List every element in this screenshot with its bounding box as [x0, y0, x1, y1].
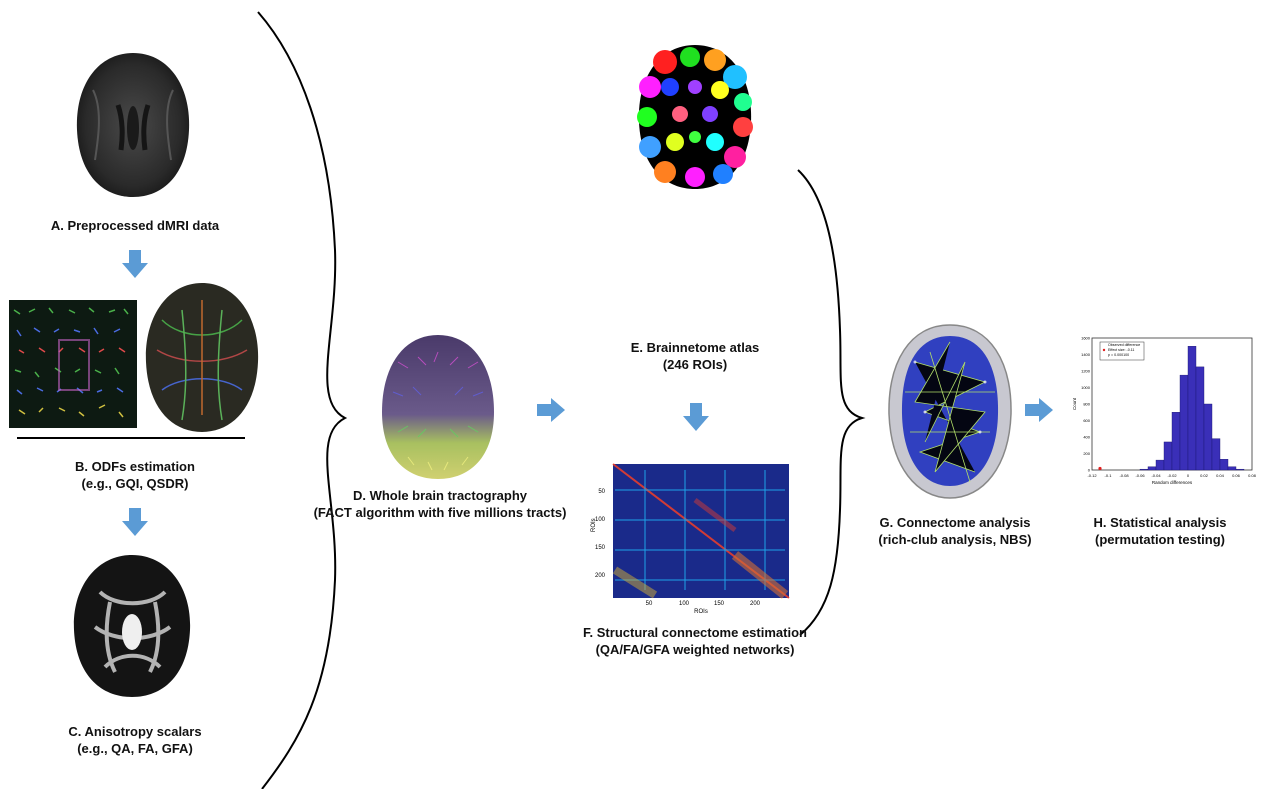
anisotropy-brain-image	[70, 552, 195, 700]
caption-a: A. Preprocessed dMRI data	[50, 218, 220, 233]
y-tick-label: 600	[1083, 418, 1090, 423]
y-tick-label: 400	[1083, 435, 1090, 440]
x-tick-label: 0.04	[1216, 473, 1225, 478]
caption-e: E. Brainnetome atlas(246 ROIs)	[630, 340, 760, 372]
matrix-xtick: 200	[750, 601, 761, 607]
divider-line	[17, 437, 245, 439]
histogram-bar	[1163, 441, 1173, 471]
histogram-bar	[1155, 459, 1165, 471]
histogram-bar	[1171, 412, 1181, 471]
y-tick-label: 1200	[1081, 369, 1091, 374]
odf-glyph-image	[9, 300, 137, 428]
histogram-bar	[1147, 466, 1157, 471]
histogram-bar	[1139, 468, 1149, 471]
x-tick-label: 0.06	[1232, 473, 1241, 478]
x-axis-label: Random differences	[1152, 480, 1193, 485]
matrix-ytick: 150	[595, 545, 606, 551]
histogram-bar	[1179, 374, 1189, 471]
histogram-bar	[1211, 438, 1221, 471]
histogram-bar	[1219, 459, 1229, 471]
x-tick-label: -0.12	[1087, 473, 1097, 478]
matrix-xlabel: ROIs	[694, 609, 708, 615]
legend-marker	[1102, 348, 1106, 352]
matrix-ytick: 200	[595, 573, 606, 579]
x-tick-label: 0	[1187, 473, 1190, 478]
histogram-bar	[1195, 366, 1205, 471]
odf-brain-image	[145, 283, 259, 432]
legend-entry: p = 0.000100	[1108, 353, 1129, 357]
x-tick-label: 0.08	[1248, 473, 1257, 478]
caption-d: D. Whole brain tractography(FACT algorit…	[313, 488, 567, 520]
y-tick-label: 800	[1083, 402, 1090, 407]
matrix-ylabel: ROIs	[591, 518, 597, 532]
arrow-down-e	[683, 403, 709, 431]
caption-b: B. ODFs estimation(e.g., GQI, QSDR)	[75, 459, 195, 491]
right-brace	[797, 169, 866, 636]
x-tick-label: -0.02	[1167, 473, 1177, 478]
histogram-bar	[1227, 466, 1237, 471]
y-tick-label: 1600	[1081, 336, 1091, 341]
tractography-brain-image	[382, 335, 494, 479]
x-tick-label: -0.04	[1151, 473, 1161, 478]
caption-c: C. Anisotropy scalars(e.g., QA, FA, GFA)	[68, 724, 202, 756]
dmri-brain-image	[76, 53, 190, 197]
permutation-histogram: -0.12 -0.1 -0.08 -0.06 -0.04 -0.02 0 0.02 0.04 0.…	[1072, 336, 1257, 486]
legend-entry: Observed difference	[1108, 343, 1140, 347]
y-tick-label: 1000	[1081, 385, 1091, 390]
y-axis-label: Count	[1072, 397, 1077, 410]
legend-entry: Effect size: -0.11	[1108, 348, 1134, 352]
observed-marker	[1098, 466, 1102, 471]
atlas-brain-image	[637, 45, 753, 189]
arrow-right-g	[1025, 398, 1053, 422]
x-tick-label: -0.06	[1135, 473, 1145, 478]
connectome-matrix: ROIs 50 100 150 200 50 100 150 200 ROIs	[585, 460, 795, 616]
histogram-bar	[1187, 346, 1197, 471]
x-tick-label: 0.02	[1200, 473, 1209, 478]
caption-h: H. Statistical analysis(permutation test…	[1093, 515, 1227, 547]
matrix-ytick: 100	[595, 517, 606, 523]
matrix-xtick: 150	[714, 601, 725, 607]
arrow-down-a	[122, 250, 148, 278]
legend-box	[1099, 341, 1145, 361]
y-tick-label: 1400	[1081, 352, 1091, 357]
x-tick-label: -0.1	[1105, 473, 1113, 478]
matrix-ytick: 50	[598, 489, 605, 495]
connectome-brain-image	[888, 324, 1012, 499]
arrow-right-d	[537, 398, 565, 422]
y-tick-label: 0	[1088, 468, 1091, 473]
histogram-bar	[1235, 468, 1245, 471]
y-tick-label: 200	[1083, 451, 1090, 456]
matrix-xtick: 100	[679, 601, 690, 607]
histogram-bar	[1203, 403, 1213, 471]
left-brace	[257, 11, 348, 789]
caption-g: G. Connectome analysis(rich-club analysi…	[878, 515, 1032, 547]
arrow-down-b	[122, 508, 148, 536]
caption-f: F. Structural connectome estimation(QA/F…	[583, 625, 807, 657]
matrix-xtick: 50	[646, 601, 653, 607]
x-tick-label: -0.08	[1119, 473, 1129, 478]
